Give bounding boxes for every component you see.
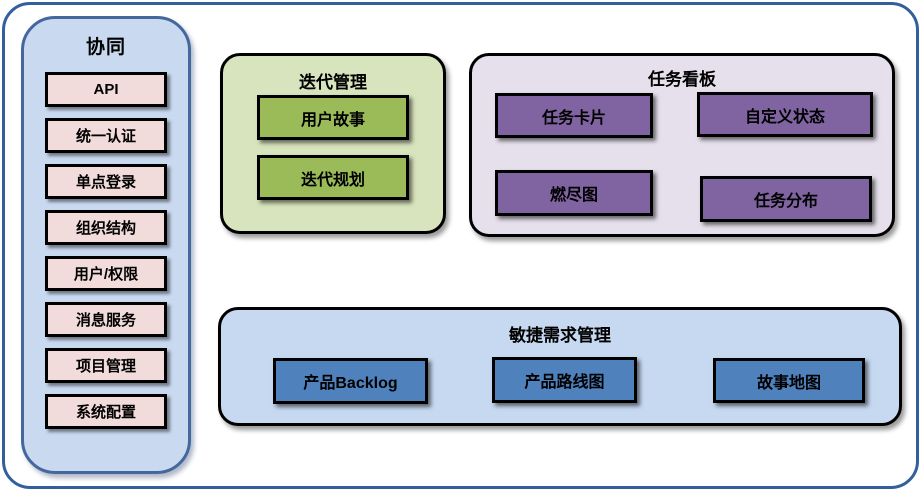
sidebar-title: 协同 [85, 37, 126, 58]
sidebar-item-message-service: 消息服务 [45, 302, 167, 337]
sidebar-item-api: API [45, 72, 167, 107]
box-user-story: 用户故事 [257, 95, 409, 140]
box-product-backlog: 产品Backlog [273, 358, 428, 404]
panel-iteration-title: 迭代管理 [299, 73, 367, 92]
box-custom-status: 自定义状态 [697, 92, 873, 137]
sidebar-item-project-mgmt: 项目管理 [45, 348, 167, 383]
panel-agile-requirements-title: 敏捷需求管理 [509, 326, 611, 345]
box-iteration-planning: 迭代规划 [257, 155, 409, 200]
box-product-roadmap: 产品路线图 [492, 357, 637, 403]
sidebar-item-unified-auth: 统一认证 [45, 118, 167, 153]
box-task-distribution: 任务分布 [700, 176, 872, 222]
panel-task-board: 任务看板 任务卡片 自定义状态 燃尽图 任务分布 [469, 53, 895, 237]
box-story-map: 故事地图 [713, 358, 865, 403]
panel-task-board-title: 任务看板 [648, 70, 716, 89]
sidebar-item-system-config: 系统配置 [45, 394, 167, 429]
box-task-card: 任务卡片 [495, 93, 653, 138]
sidebar-item-org-structure: 组织结构 [45, 210, 167, 245]
sidebar-item-sso: 单点登录 [45, 164, 167, 199]
panel-iteration-management: 迭代管理 用户故事 迭代规划 [220, 53, 446, 234]
box-burndown-chart: 燃尽图 [495, 170, 653, 216]
panel-agile-requirements: 敏捷需求管理 产品Backlog 产品路线图 故事地图 [218, 307, 902, 426]
sidebar-item-user-permission: 用户/权限 [45, 256, 167, 291]
sidebar-list: API 统一认证 单点登录 组织结构 用户/权限 消息服务 项目管理 系统配置 [24, 72, 188, 429]
sidebar-collaboration: 协同 API 统一认证 单点登录 组织结构 用户/权限 消息服务 项目管理 系统… [21, 16, 191, 474]
